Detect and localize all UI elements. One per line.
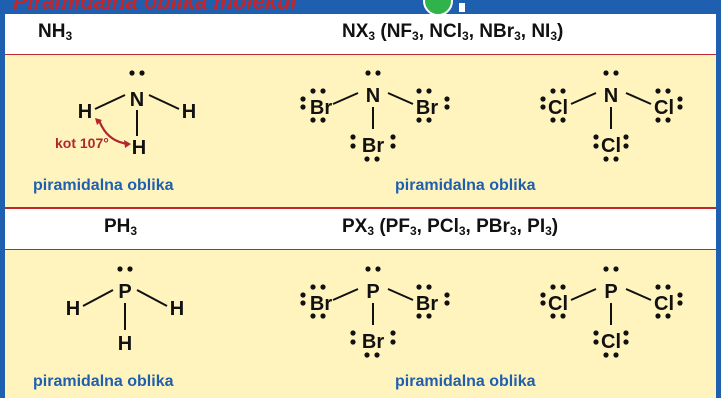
ncl3-cl-bottom: Cl xyxy=(601,135,621,157)
row-2-caption-right: piramidalna oblika xyxy=(395,373,536,390)
nbr3-br-right: Br xyxy=(416,97,438,119)
nh3-h-left: H xyxy=(78,101,92,123)
nh3-angle-label: kot 107° xyxy=(55,135,109,151)
nh3-n-atom: N xyxy=(130,89,144,111)
ph3-h-left: H xyxy=(66,298,80,320)
row-2-body: piramidalna oblika piramidalna oblika xyxy=(5,250,716,398)
row-2-caption-left: piramidalna oblika xyxy=(33,373,174,390)
nh3-h-bottom: H xyxy=(132,137,146,159)
row-2-right-formula: PX3 (PF3, PCl3, PBr3, PI3) xyxy=(342,216,559,238)
row-1-caption-right: piramidalna oblika xyxy=(395,177,536,194)
ncl3-cl-right: Cl xyxy=(654,97,674,119)
nbr3-structure: N Br Br Br xyxy=(300,70,450,162)
green-circle-icon xyxy=(423,0,453,14)
ncl3-n-atom: N xyxy=(604,85,618,107)
ph3-structure: P H H H xyxy=(66,266,184,355)
row-1-header: NH3 NX3 (NF3, NCl3, NBr3, NI3) xyxy=(5,14,716,55)
ph3-p-atom: P xyxy=(118,281,131,303)
nbr3-n-atom: N xyxy=(366,85,380,107)
title-bar: Piramidalna oblika molekul xyxy=(5,0,716,14)
ncl3-cl-left: Cl xyxy=(548,97,568,119)
pbr3-br-left: Br xyxy=(310,293,332,315)
row-1-left-formula: NH3 xyxy=(38,21,73,43)
pcl3-cl-right: Cl xyxy=(654,293,674,315)
pcl3-cl-bottom: Cl xyxy=(601,331,621,353)
pbr3-br-right: Br xyxy=(416,293,438,315)
row-1-body: piramidalna oblika piramidalna oblika xyxy=(5,55,716,209)
pbr3-structure: P Br Br Br xyxy=(300,266,450,358)
pcl3-cl-left: Cl xyxy=(548,293,568,315)
nh3-h-right: H xyxy=(182,101,196,123)
row-1-right-formula: NX3 (NF3, NCl3, NBr3, NI3) xyxy=(342,21,564,43)
ph3-h-right: H xyxy=(170,298,184,320)
figure-frame: Piramidalna oblika molekul NH3 NX3 (NF3,… xyxy=(5,0,716,398)
title-bar-marker xyxy=(459,3,465,12)
pbr3-br-bottom: Br xyxy=(362,331,384,353)
nbr3-br-left: Br xyxy=(310,97,332,119)
pcl3-p-atom: P xyxy=(604,281,617,303)
ph3-h-bottom: H xyxy=(118,333,132,355)
pbr3-p-atom: P xyxy=(366,281,379,303)
row-2-header: PH3 PX3 (PF3, PCl3, PBr3, PI3) xyxy=(5,209,716,250)
row-2-left-formula: PH3 xyxy=(104,216,138,238)
row-1-caption-left: piramidalna oblika xyxy=(33,177,174,194)
nbr3-br-bottom: Br xyxy=(362,135,384,157)
pcl3-structure: P Cl Cl Cl xyxy=(540,266,683,358)
figure-title: Piramidalna oblika molekul xyxy=(13,0,297,14)
ncl3-structure: N Cl Cl Cl xyxy=(540,70,683,162)
nh3-structure: N H H H kot 107° xyxy=(55,70,196,159)
